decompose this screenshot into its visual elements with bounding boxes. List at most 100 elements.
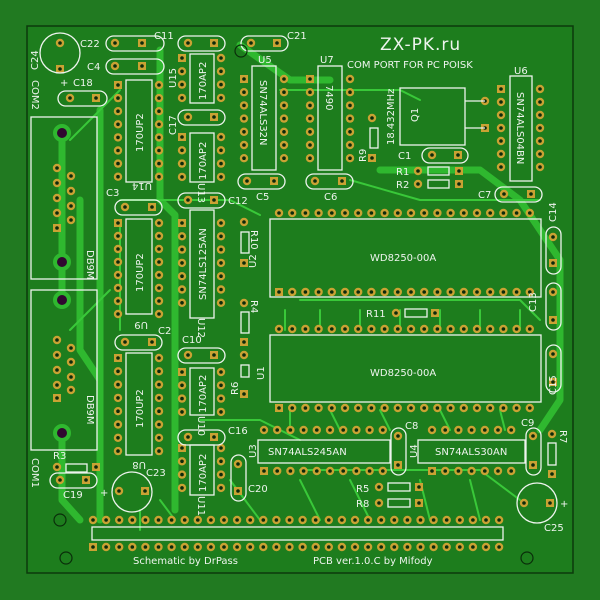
drill-hole: [462, 211, 466, 215]
drill-hole: [290, 406, 295, 410]
drill-hole: [277, 211, 281, 215]
drill-hole: [528, 406, 532, 410]
drill-hole: [242, 130, 246, 134]
c18-label: C18: [73, 78, 93, 89]
drill-hole: [484, 518, 488, 522]
drill-hole: [488, 290, 493, 294]
drill-hole: [469, 469, 474, 473]
drill-hole: [55, 166, 59, 170]
drill-hole: [180, 234, 184, 239]
drill-hole: [275, 469, 280, 473]
drill-hole: [551, 261, 555, 265]
drill-hole: [538, 152, 542, 156]
drill-hole: [538, 87, 542, 91]
drill-hole: [116, 286, 120, 290]
drill-hole: [409, 327, 413, 331]
drill-hole: [417, 501, 421, 505]
c21-label: C21: [287, 31, 307, 42]
drill-hole: [369, 327, 374, 331]
drill-hole: [366, 518, 370, 522]
drill-hole: [69, 218, 73, 222]
drill-hole: [435, 211, 440, 215]
drill-hole: [308, 143, 312, 147]
r5-label: R5: [356, 484, 369, 495]
drill-hole: [538, 113, 542, 117]
drill-hole: [308, 116, 312, 121]
drill-hole: [219, 234, 223, 239]
drill-hole: [488, 327, 493, 331]
drill-hole: [308, 103, 312, 108]
drill-hole: [219, 383, 223, 388]
com2-label: COM2: [29, 80, 40, 110]
drill-hole: [116, 369, 120, 374]
drill-hole: [443, 428, 448, 432]
drill-hole: [328, 428, 332, 432]
drill-hole: [180, 247, 184, 252]
drill-hole: [356, 211, 361, 215]
drill-hole: [157, 221, 161, 225]
drill-hole: [180, 82, 184, 87]
drill-hole: [303, 406, 308, 410]
drill-hole: [483, 428, 487, 432]
drill-hole: [528, 327, 532, 331]
drill-hole: [235, 545, 239, 549]
drill-hole: [300, 545, 305, 549]
uart-b-label: U1: [256, 366, 267, 380]
drill-hole: [150, 205, 154, 209]
drill-hole: [348, 156, 352, 160]
drill-hole: [157, 273, 161, 277]
drill-hole: [169, 518, 174, 522]
crystal-frequency: 18.432MHz: [386, 89, 397, 145]
r3-label: R3: [53, 451, 66, 462]
com2-type: DB9M: [84, 250, 95, 280]
drill-hole: [288, 469, 293, 473]
c3-label: C3: [106, 188, 119, 199]
drill-hole: [116, 356, 120, 360]
drill-hole: [475, 290, 479, 294]
drill-hole: [94, 465, 98, 469]
drill-hole: [123, 340, 127, 344]
drill-hole: [430, 153, 434, 157]
com1-type: DB9M: [84, 395, 95, 425]
drill-hole: [222, 518, 226, 522]
drill-hole: [277, 290, 281, 294]
drill-hole: [116, 109, 120, 113]
drill-hole: [381, 428, 385, 432]
drill-hole: [219, 274, 223, 279]
u10-label: U10: [195, 416, 206, 436]
r4-label: R4: [248, 300, 259, 313]
drill-hole: [116, 174, 120, 179]
drill-hole: [157, 409, 161, 414]
drill-hole: [457, 169, 461, 173]
drill-hole: [209, 545, 213, 549]
drill-hole: [422, 406, 427, 410]
drill-hole: [219, 472, 223, 477]
drill-hole: [157, 161, 161, 166]
c23-polarity: +: [100, 488, 108, 499]
drill-hole: [431, 545, 436, 549]
drill-hole: [242, 103, 246, 108]
com1-outline: [30, 289, 98, 451]
drill-hole: [356, 406, 361, 410]
drill-hole: [219, 56, 223, 60]
drill-hole: [382, 211, 387, 215]
drill-hole: [180, 135, 184, 139]
u10-part: 170AP2: [198, 375, 209, 413]
drill-hole: [514, 406, 519, 410]
drill-hole: [69, 174, 73, 178]
drill-hole: [457, 182, 461, 186]
drill-hole: [353, 545, 357, 549]
drill-hole: [116, 396, 120, 400]
drill-hole: [262, 428, 266, 432]
drill-hole: [448, 211, 453, 215]
drill-hole: [531, 463, 535, 467]
drill-hole: [370, 156, 374, 160]
drill-hole: [157, 135, 161, 140]
drill-hole: [499, 87, 503, 91]
drill-hole: [140, 64, 144, 68]
drill-hole: [116, 221, 120, 225]
drill-hole: [180, 459, 184, 464]
drill-hole: [475, 211, 479, 215]
drill-hole: [379, 545, 384, 549]
drill-hole: [330, 290, 334, 294]
